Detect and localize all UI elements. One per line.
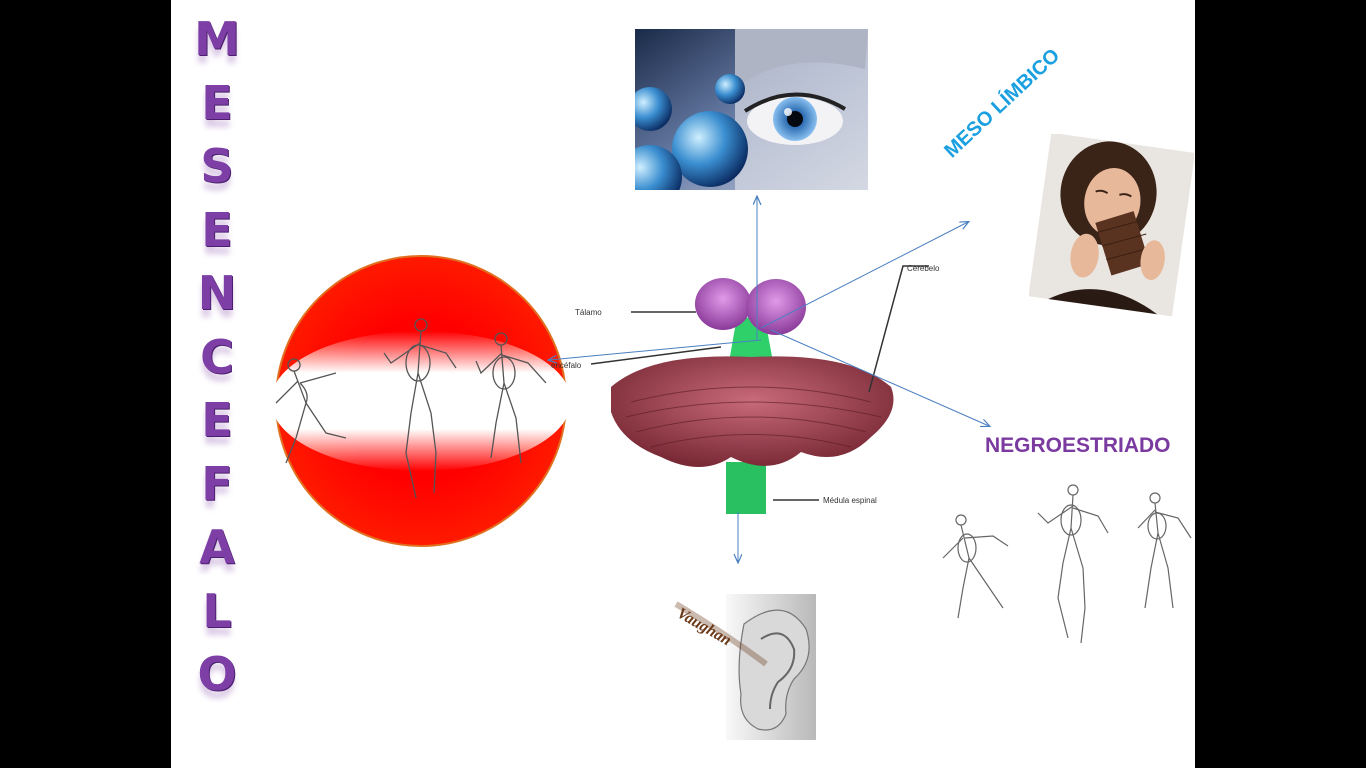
slide: M E S E N C E F A L O [171, 0, 1195, 768]
eye-globes-photo [635, 29, 868, 190]
label-negroestriado: NEGROESTRIADO [985, 434, 1171, 457]
title-letter: L [202, 583, 232, 638]
arrow-left [549, 339, 762, 360]
title-letter: F [201, 456, 233, 511]
brain-stem-diagram: Tálamo Cerebelo encéfalo Médula espinal [551, 264, 940, 514]
running-skeletons-drawing [942, 484, 1192, 644]
arrow-meso [760, 222, 968, 329]
ear-photo: Vaughan [674, 594, 816, 740]
title-letter: E [201, 75, 233, 130]
title-letter: N [197, 266, 237, 320]
arrows-layer [171, 0, 1195, 768]
title-letter: C [200, 329, 234, 384]
label-medula: Médula espinal [823, 496, 877, 505]
title-letter: M [194, 12, 240, 66]
title-letter: S [200, 139, 234, 193]
running-skeletons-circle [271, 255, 566, 547]
title-letter: O [197, 647, 237, 701]
woman-chocolate-photo [1029, 134, 1194, 317]
label-diencefalo: encéfalo [551, 361, 582, 370]
title-letter: A [199, 520, 235, 574]
arrow-negro [770, 329, 989, 426]
title-letter: E [201, 393, 233, 447]
label-cerebelo: Cerebelo [907, 264, 940, 273]
vertical-title: M E S E N C E F A L O [177, 8, 257, 707]
title-letter: E [201, 202, 233, 257]
label-talamo: Tálamo [575, 308, 602, 317]
